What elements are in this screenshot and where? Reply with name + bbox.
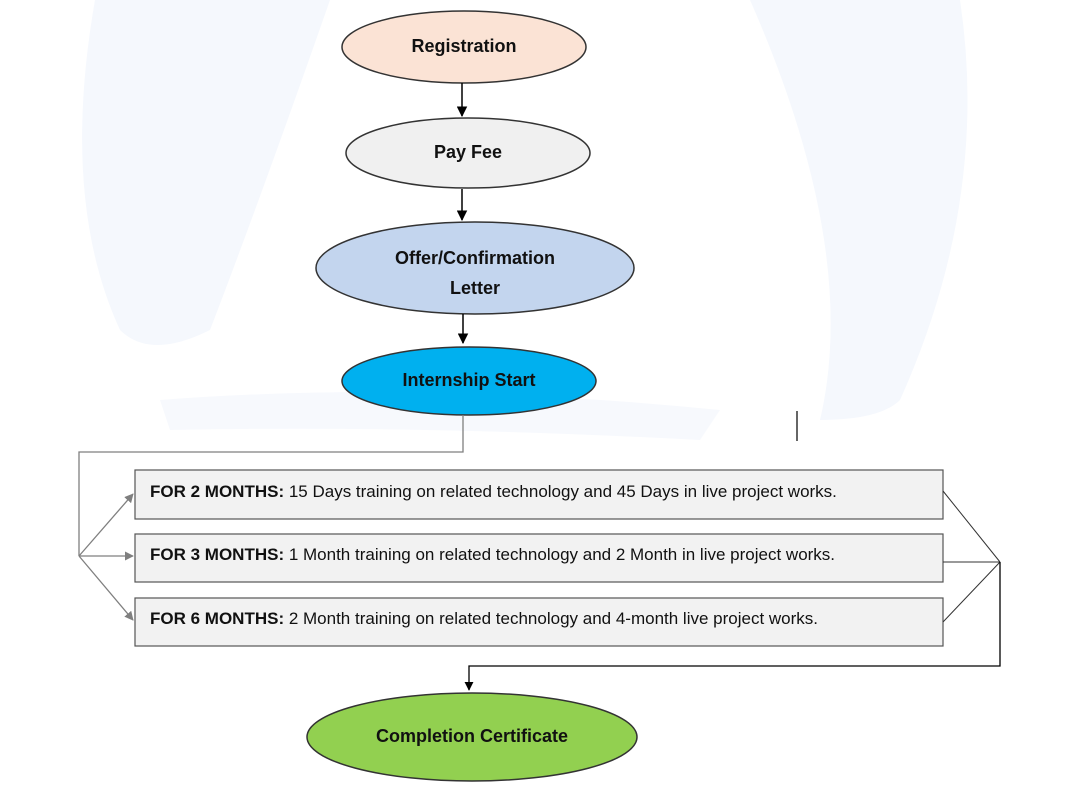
plan-6-months-text: FOR 6 MONTHS: 2 Month training on relate… — [150, 609, 818, 628]
background-watermark — [82, 0, 968, 440]
offer-letter-label-line1: Offer/Confirmation — [395, 248, 555, 268]
internship-start-label: Internship Start — [402, 370, 535, 390]
completion-certificate-label: Completion Certificate — [376, 726, 568, 746]
branch-arrow-2-months — [78, 493, 134, 557]
branch-arrow-6-months — [78, 555, 134, 621]
plan-2-months-description: 15 Days training on related technology a… — [284, 482, 837, 501]
registration-label: Registration — [411, 36, 516, 56]
internship-start-node: Internship Start — [341, 346, 597, 416]
offer-letter-label-line2: Letter — [450, 278, 500, 298]
connector-merge-to-completion — [464, 562, 1001, 691]
merge-line-6-months — [942, 561, 1001, 623]
offer-letter-node: Offer/Confirmation Letter — [315, 221, 635, 315]
pay-fee-label: Pay Fee — [434, 142, 502, 162]
merge-line-2-months — [942, 490, 1001, 563]
completion-certificate-node: Completion Certificate — [306, 692, 638, 782]
plan-3-months-duration: FOR 3 MONTHS: — [150, 545, 284, 564]
connector-internship-to-branches — [78, 415, 464, 556]
plan-6-months-description: 2 Month training on related technology a… — [284, 609, 818, 628]
registration-node: Registration — [341, 10, 587, 84]
plan-box-3-months: FOR 3 MONTHS: 1 Month training on relate… — [134, 533, 944, 583]
plan-3-months-description: 1 Month training on related technology a… — [284, 545, 835, 564]
pay-fee-node: Pay Fee — [345, 117, 591, 189]
plan-3-months-text: FOR 3 MONTHS: 1 Month training on relate… — [150, 545, 835, 564]
plan-box-6-months: FOR 6 MONTHS: 2 Month training on relate… — [134, 597, 944, 647]
plan-2-months-text: FOR 2 MONTHS: 15 Days training on relate… — [150, 482, 837, 501]
plan-2-months-duration: FOR 2 MONTHS: — [150, 482, 284, 501]
plan-6-months-duration: FOR 6 MONTHS: — [150, 609, 284, 628]
plan-box-2-months: FOR 2 MONTHS: 15 Days training on relate… — [134, 469, 944, 520]
